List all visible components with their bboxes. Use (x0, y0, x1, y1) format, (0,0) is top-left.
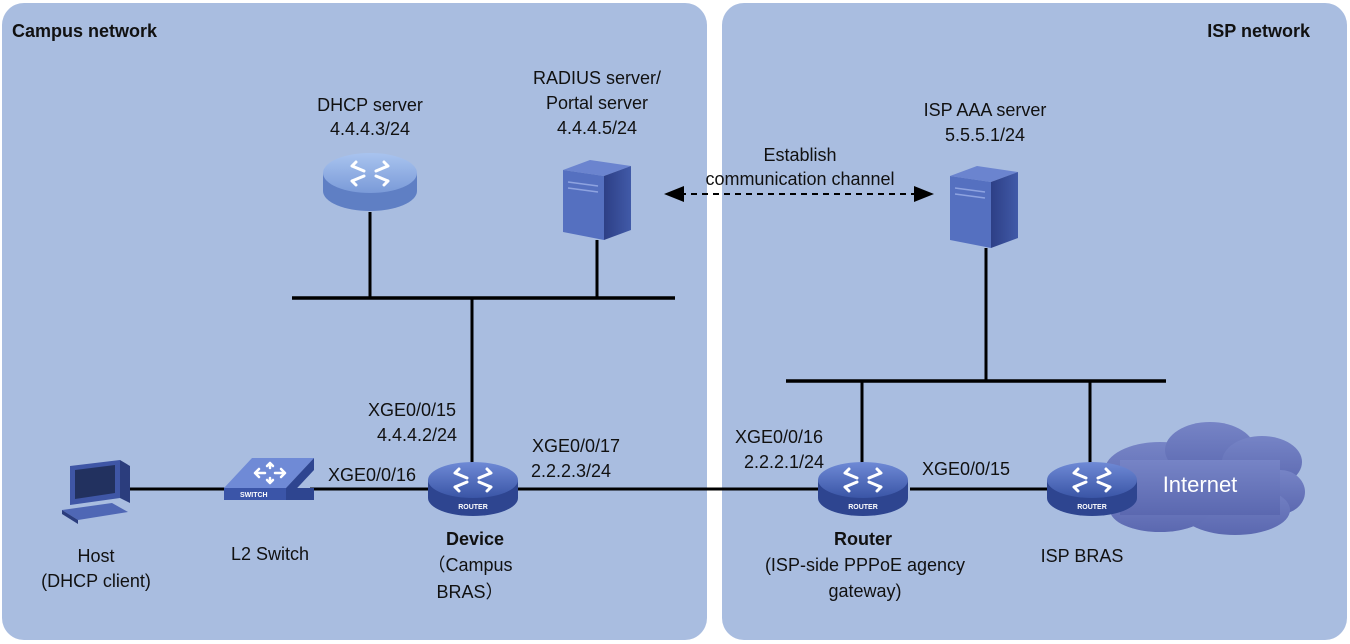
router-badge: ROUTER (848, 504, 878, 511)
router-name: Router (834, 529, 892, 549)
device-badge: ROUTER (458, 504, 488, 511)
router-if-left-ip: 2.2.2.1/24 (744, 452, 824, 472)
device-label-line2: （Campus (427, 555, 512, 575)
device-if-right-name: XGE0/0/17 (532, 436, 620, 456)
device-if-up-ip: 4.4.4.2/24 (377, 425, 457, 445)
device-if-up-name: XGE0/0/15 (368, 400, 456, 420)
radius-server-ip: 4.4.4.5/24 (557, 118, 637, 138)
isp-bras-badge: ROUTER (1077, 504, 1107, 511)
device-router-icon: ROUTER (428, 462, 518, 516)
device-if-left: XGE0/0/16 (328, 465, 416, 485)
aaa-server-icon (950, 166, 1018, 248)
campus-network-title: Campus network (12, 21, 158, 41)
aaa-server-ip: 5.5.5.1/24 (945, 125, 1025, 145)
host-pc-icon (62, 460, 130, 524)
switch-badge: SWITCH (240, 492, 268, 499)
device-name: Device (446, 529, 504, 549)
l2-switch-icon: SWITCH (224, 458, 314, 500)
host-label-line2: (DHCP client) (41, 571, 151, 591)
dhcp-server-ip: 4.4.4.3/24 (330, 119, 410, 139)
host-label-line1: Host (77, 546, 114, 566)
aaa-server-name: ISP AAA server (924, 100, 1047, 120)
dhcp-server-name: DHCP server (317, 95, 423, 115)
network-links (130, 212, 1166, 491)
isp-bras-icon: ROUTER (1047, 462, 1137, 516)
internet-label: Internet (1163, 472, 1238, 497)
router-icon: ROUTER (818, 462, 908, 516)
radius-server-line1: RADIUS server/ (533, 68, 661, 88)
radius-server-icon (563, 160, 631, 240)
device-if-right-ip: 2.2.2.3/24 (531, 461, 611, 481)
internet-cloud-icon (1105, 422, 1305, 535)
router-if-left-name: XGE0/0/16 (735, 427, 823, 447)
channel-label-line1: Establish (763, 145, 836, 165)
dhcp-server-icon (323, 153, 417, 211)
campus-network-zone (2, 3, 707, 640)
isp-network-zone (722, 3, 1347, 640)
communication-channel-arrow (664, 186, 934, 202)
router-if-right: XGE0/0/15 (922, 459, 1010, 479)
radius-server-line2: Portal server (546, 93, 648, 113)
isp-bras-name: ISP BRAS (1041, 546, 1124, 566)
channel-label-line2: communication channel (705, 169, 894, 189)
l2-switch-name: L2 Switch (231, 544, 309, 564)
router-label-line3: gateway) (828, 581, 901, 601)
device-label-line3: BRAS） (436, 582, 503, 602)
router-label-line2: (ISP-side PPPoE agency (765, 555, 965, 575)
isp-network-title: ISP network (1207, 21, 1311, 41)
